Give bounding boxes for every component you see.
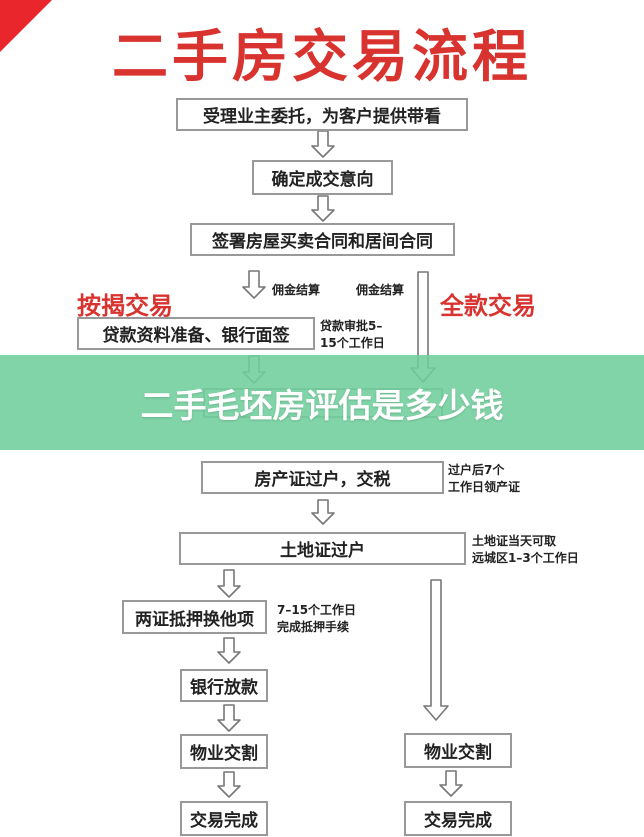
- arrow-s11-s12: [439, 770, 463, 797]
- step-box-5: 房产证过户，交税: [201, 461, 444, 494]
- arrow-s3-commission: [242, 270, 266, 299]
- step-box-8: 银行放款: [180, 669, 268, 702]
- step-box-2: 确定成交意向: [252, 160, 393, 195]
- arrow-s7-s8: [217, 637, 241, 664]
- full-payment-section-title: 全款交易: [440, 291, 536, 320]
- step-box-4: 贷款资料准备、银行面签: [77, 317, 315, 350]
- step-box-10: 交易完成: [180, 801, 268, 836]
- arrow-s2-s3: [311, 195, 335, 222]
- arrow-s5-s6: [311, 499, 335, 525]
- step-box-6: 土地证过户: [179, 532, 466, 565]
- step-box-12: 交易完成: [404, 801, 512, 836]
- step-box-11: 物业交割: [404, 733, 512, 768]
- commission-note-left: 佣金结算: [272, 283, 321, 297]
- arrow-s6-s7: [217, 569, 241, 598]
- step-box-3: 签署房屋买卖合同和居间合同: [190, 223, 455, 256]
- mortgage-note: 7–15个工作日 完成抵押手续: [277, 603, 357, 634]
- loan-approval-note: 贷款审批5– 15个工作日: [320, 319, 385, 350]
- arrow-s8-s9: [217, 704, 241, 732]
- land-certificate-note: 土地证当天可取 远城区1–3个工作日: [472, 534, 579, 565]
- step-box-1: 受理业主委托，为客户提供带看: [176, 98, 468, 131]
- arrow-right-long: [423, 579, 449, 721]
- arrow-s1-s2: [311, 130, 335, 158]
- transfer-note: 过户后7个 工作日领产证: [448, 463, 521, 494]
- corner-decoration: [0, 0, 52, 52]
- commission-note-right: 佣金结算: [356, 283, 405, 297]
- arrow-s9-s10: [217, 771, 241, 798]
- mortgage-section-title: 按揭交易: [77, 291, 173, 320]
- overlay-banner[interactable]: 二手毛坯房评估是多少钱: [0, 355, 644, 450]
- step-box-9: 物业交割: [180, 734, 268, 769]
- page-title: 二手房交易流程: [112, 24, 532, 90]
- step-box-7: 两证抵押换他项: [122, 600, 267, 634]
